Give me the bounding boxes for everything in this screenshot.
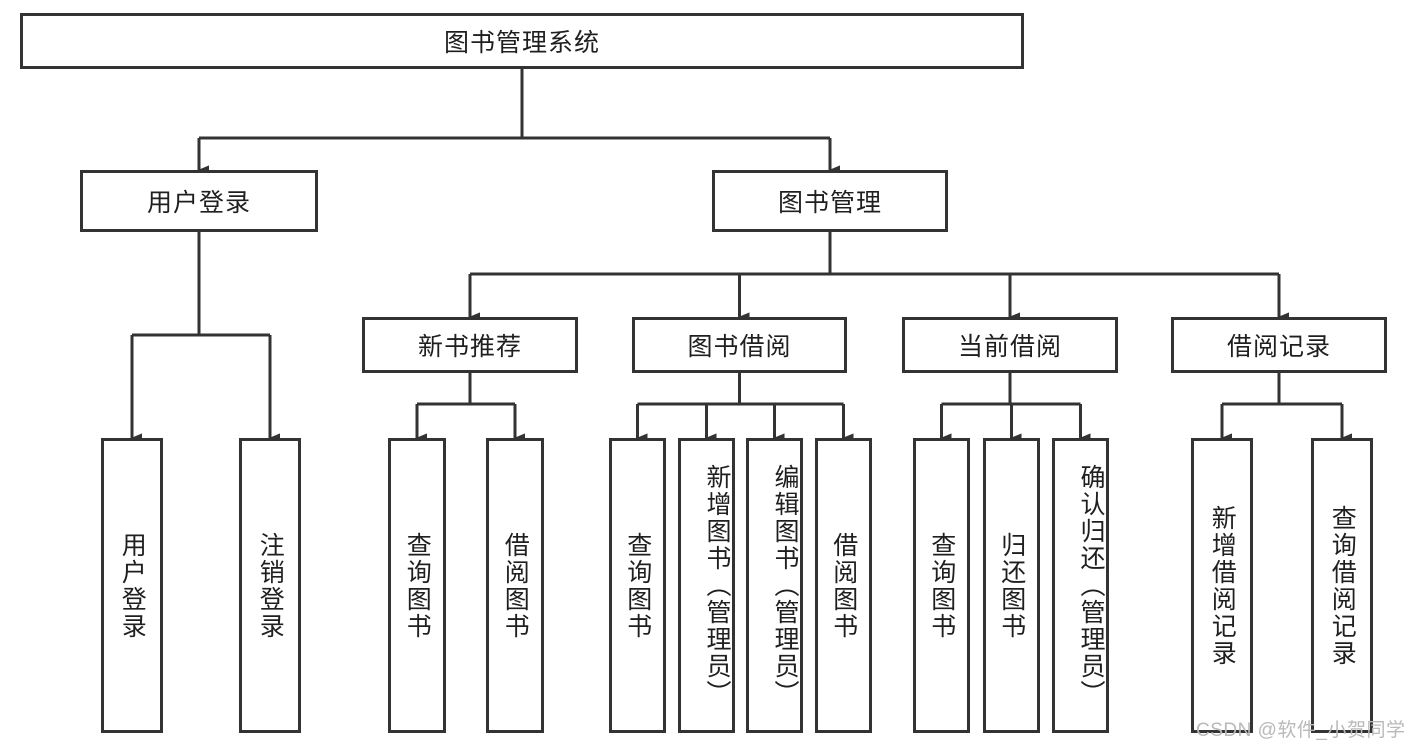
node-borrow-record[interactable]: 借阅记录 [1171, 317, 1387, 373]
leaf-current-return-book[interactable]: 归还图书 [983, 438, 1040, 733]
csdn-watermark: CSDN @软件_小贺同学 [1196, 720, 1405, 741]
leaf-borrow-book[interactable]: 借阅图书 [815, 438, 872, 733]
node-book-borrow[interactable]: 图书借阅 [632, 317, 847, 373]
leaf-current-confirm-return-admin[interactable]: 确认归还（管理员） [1052, 438, 1109, 733]
leaf-borrow-add-book-admin[interactable]: 新增图书（管理员） [678, 438, 735, 733]
leaf-record-query[interactable]: 查询借阅记录 [1311, 438, 1373, 733]
leaf-borrow-query-book[interactable]: 查询图书 [609, 438, 666, 733]
node-user-login-module[interactable]: 用户登录 [80, 170, 318, 232]
leaf-user-login[interactable]: 用户登录 [101, 438, 163, 733]
leaf-borrow-edit-book-admin[interactable]: 编辑图书（管理员） [746, 438, 803, 733]
node-root[interactable]: 图书管理系统 [20, 13, 1024, 69]
leaf-new-borrow-book[interactable]: 借阅图书 [486, 438, 544, 733]
leaf-user-logout[interactable]: 注销登录 [239, 438, 301, 733]
node-new-book-recommend[interactable]: 新书推荐 [362, 317, 578, 373]
leaf-new-query-book[interactable]: 查询图书 [388, 438, 446, 733]
node-current-borrow[interactable]: 当前借阅 [902, 317, 1118, 373]
leaf-current-query-book[interactable]: 查询图书 [913, 438, 970, 733]
leaf-record-add[interactable]: 新增借阅记录 [1191, 438, 1253, 733]
node-book-management-module[interactable]: 图书管理 [712, 170, 948, 232]
